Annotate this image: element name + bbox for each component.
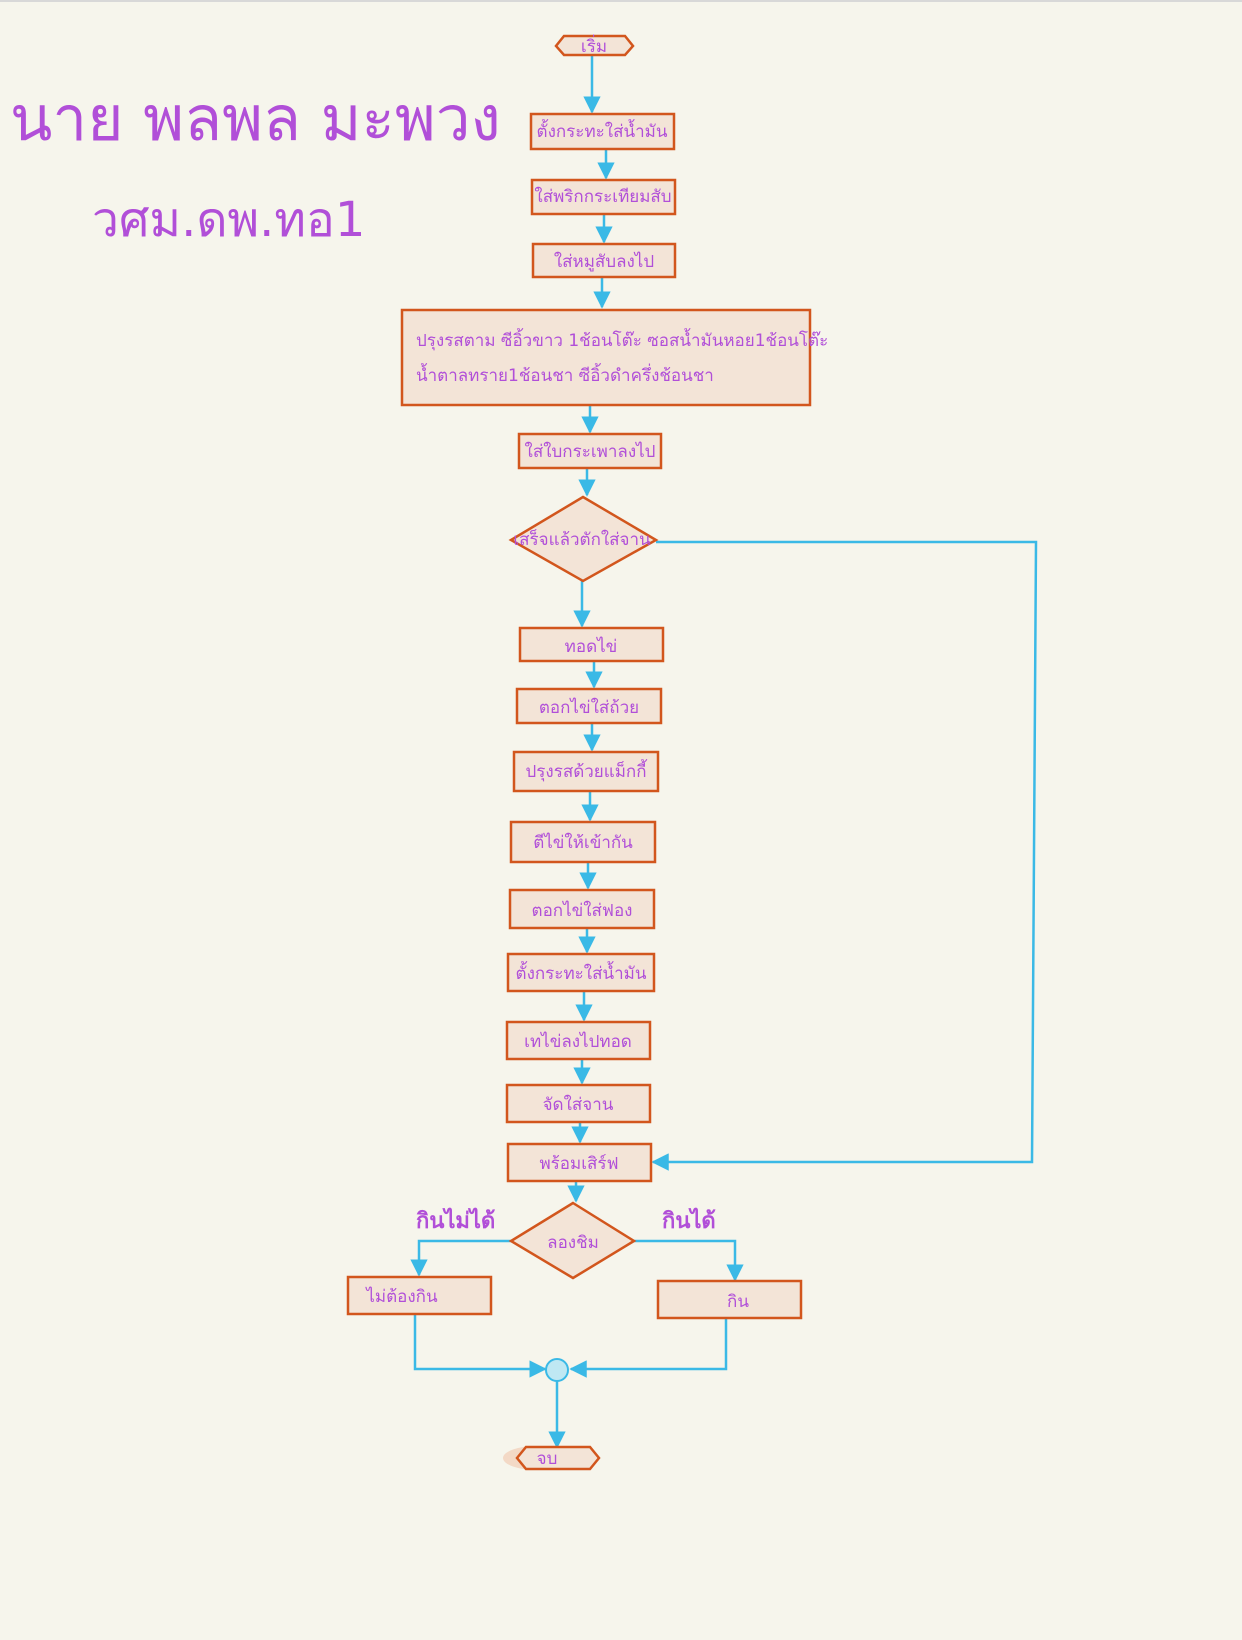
egg-step-label-3: ปรุงรสด้วยแม็กกี้	[525, 759, 647, 782]
decision-label-2: ลองชิม	[547, 1233, 599, 1253]
egg-step-label-5: ตอกไข่ใส่ฟอง	[532, 900, 633, 921]
step-box-5: ใส่ใบกระเพาลงไป	[517, 432, 663, 470]
step-box-1: ตั้งกระทะใส่น้ำมัน	[529, 112, 676, 151]
decision-label-1: เสร็จแล้วตักใส่จาน	[513, 528, 651, 550]
left-result-box: ไม่ต้องกิน	[346, 1275, 493, 1316]
right-result-box: กิน	[656, 1279, 803, 1320]
egg-step-box-4: ตีไข่ให้เข้ากัน	[509, 820, 657, 864]
branch-right-label: กินได้	[662, 1207, 716, 1234]
right-result-label: กิน	[727, 1292, 749, 1312]
ready-box: พร้อมเสิร์ฟ	[506, 1142, 653, 1183]
step-label-5: ใส่ใบกระเพาลงไป	[525, 441, 656, 462]
egg-step-label-8: จัดใส่จาน	[543, 1094, 614, 1115]
step-label-1: ตั้งกระทะใส่น้ำมัน	[537, 119, 668, 142]
egg-step-box-6: ตั้งกระทะใส่น้ำมัน	[506, 952, 656, 993]
egg-step-box-7: เทไข่ลงไปทอด	[505, 1020, 652, 1061]
branch-left-label: กินไม่ได้	[416, 1207, 495, 1234]
egg-step-box-5: ตอกไข่ใส่ฟอง	[508, 888, 656, 930]
egg-step-box-2: ตอกไข่ใส่ถ้วย	[515, 687, 663, 725]
step-label-4-line1: ปรุงรสตาม ซีอิ้วขาว 1ช้อนโต๊ะ ซอสน้ำมันห…	[416, 328, 828, 351]
egg-step-label-1: ทอดไข่	[565, 636, 618, 657]
start-terminator: เริ่ม	[554, 34, 635, 57]
decision-diamond-2: ลองชิม	[508, 1201, 637, 1280]
egg-step-label-6: ตั้งกระทะใส่น้ำมัน	[516, 961, 647, 984]
egg-step-box-1: ทอดไข่	[518, 626, 665, 663]
ready-label: พร้อมเสิร์ฟ	[539, 1154, 618, 1174]
end-label: จบ	[537, 1449, 558, 1469]
egg-step-box-8: จัดใส่จาน	[505, 1083, 652, 1124]
egg-step-box-3: ปรุงรสด้วยแม็กกี้	[512, 750, 660, 793]
merge-junction	[545, 1358, 569, 1382]
step-label-2: ใส่พริกกระเทียมสับ	[534, 186, 671, 207]
left-result-label: ไม่ต้องกิน	[364, 1286, 438, 1307]
author-class: วศม.ดพ.ทอ1	[92, 192, 365, 248]
end-terminator: จบ	[503, 1445, 601, 1471]
step-box-4: ปรุงรสตาม ซีอิ้วขาว 1ช้อนโต๊ะ ซอสน้ำมันห…	[400, 308, 828, 407]
start-label: เริ่ม	[581, 34, 607, 57]
step-box-3: ใส่หมูสับลงไป	[531, 242, 677, 279]
decision-diamond-1: เสร็จแล้วตักใส่จาน	[508, 495, 659, 583]
step-label-4-line2: น้ำตาลทราย1ช้อนชา ซีอิ้วดำครึ่งช้อนชา	[416, 363, 714, 386]
egg-step-label-7: เทไข่ลงไปทอด	[524, 1031, 632, 1052]
step-box-2: ใส่พริกกระเทียมสับ	[530, 178, 677, 216]
author-name: นาย พลพล มะพวง	[10, 82, 501, 155]
step-label-3: ใส่หมูสับลงไป	[554, 251, 654, 272]
top-border	[0, 0, 1242, 2]
egg-step-label-4: ตีไข่ให้เข้ากัน	[533, 832, 633, 853]
egg-step-label-2: ตอกไข่ใส่ถ้วย	[539, 697, 639, 718]
connector-lines	[410, 55, 1038, 1449]
